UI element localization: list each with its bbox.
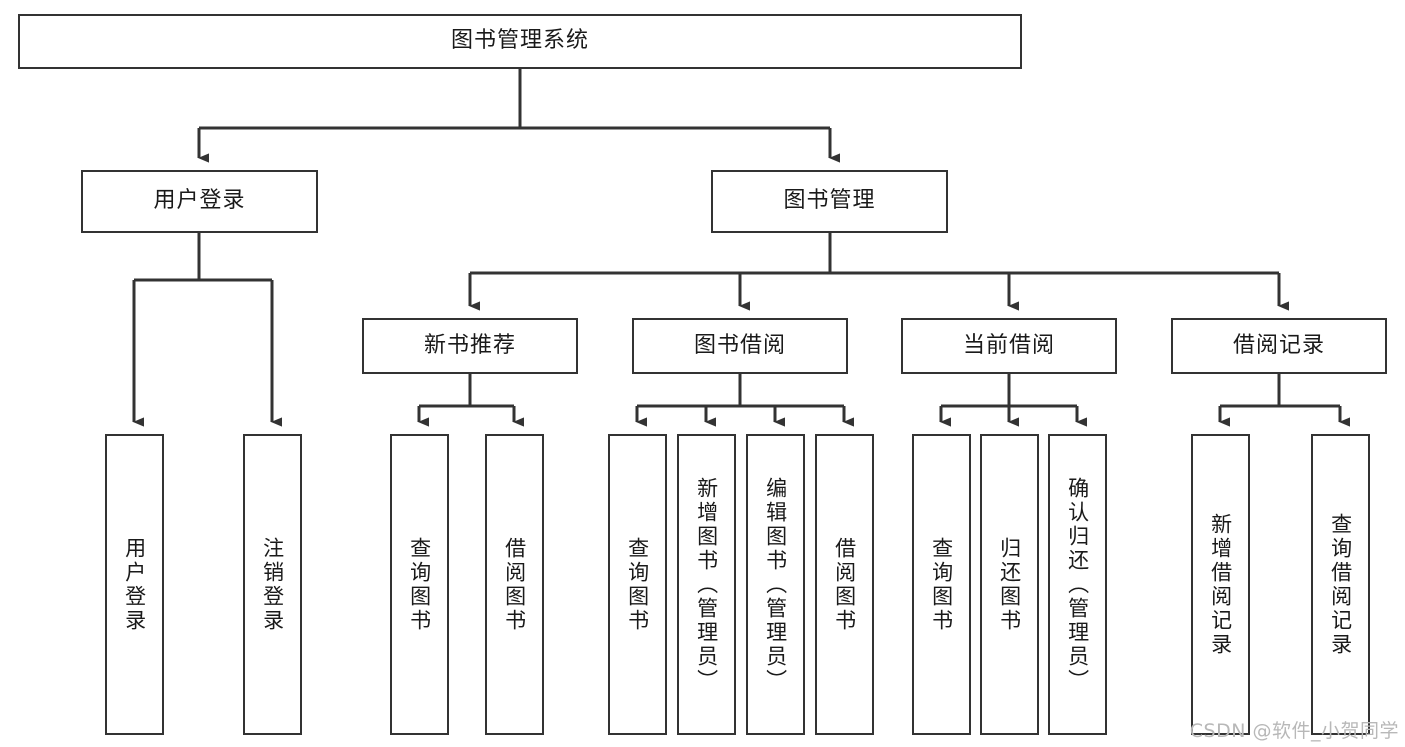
leaf-add-record-label: 新增借阅记录 [1208,512,1233,657]
leaf-user-logout-label: 注销登录 [260,536,285,633]
node-root[interactable]: 图书管理系统 [18,14,1022,69]
leaf-query-book-2-label: 查询图书 [625,536,650,633]
leaf-query-book-1[interactable]: 查询图书 [390,434,449,735]
leaf-query-book-2[interactable]: 查询图书 [608,434,667,735]
leaf-query-record-label: 查询借阅记录 [1328,512,1353,657]
node-new-book-rec-label: 新书推荐 [423,332,516,358]
node-book-manage[interactable]: 图书管理 [711,170,948,233]
leaf-user-logout[interactable]: 注销登录 [243,434,302,735]
node-new-book-rec[interactable]: 新书推荐 [362,318,578,374]
leaf-edit-book-label: 编辑图书（管理员） [763,476,788,693]
leaf-user-login-label: 用户登录 [122,536,147,633]
leaf-user-login[interactable]: 用户登录 [105,434,164,735]
leaf-add-book[interactable]: 新增图书（管理员） [677,434,736,735]
leaf-borrow-book-2[interactable]: 借阅图书 [815,434,874,735]
node-borrow-record[interactable]: 借阅记录 [1171,318,1387,374]
leaf-confirm-return[interactable]: 确认归还（管理员） [1048,434,1107,735]
node-book-borrow-label: 图书借阅 [693,332,786,358]
leaf-borrow-book-2-label: 借阅图书 [832,536,857,633]
leaf-borrow-book-1-label: 借阅图书 [502,536,527,633]
node-book-manage-label: 图书管理 [783,188,876,214]
node-current-borrow-label: 当前借阅 [962,332,1055,358]
leaf-query-book-3-label: 查询图书 [929,536,954,633]
node-user-login[interactable]: 用户登录 [81,170,318,233]
leaf-return-book[interactable]: 归还图书 [980,434,1039,735]
leaf-add-book-label: 新增图书（管理员） [694,476,719,693]
node-current-borrow[interactable]: 当前借阅 [901,318,1117,374]
watermark: CSDN @软件_小贺同学 [1189,720,1399,742]
leaf-return-book-label: 归还图书 [997,536,1022,633]
leaf-borrow-book-1[interactable]: 借阅图书 [485,434,544,735]
leaf-query-record[interactable]: 查询借阅记录 [1311,434,1370,735]
leaf-add-record[interactable]: 新增借阅记录 [1191,434,1250,735]
node-borrow-record-label: 借阅记录 [1232,332,1325,358]
node-user-login-label: 用户登录 [153,188,246,214]
leaf-edit-book[interactable]: 编辑图书（管理员） [746,434,805,735]
leaf-confirm-return-label: 确认归还（管理员） [1065,476,1090,693]
node-book-borrow[interactable]: 图书借阅 [632,318,848,374]
leaf-query-book-3[interactable]: 查询图书 [912,434,971,735]
leaf-query-book-1-label: 查询图书 [407,536,432,633]
node-root-label: 图书管理系统 [450,28,589,54]
